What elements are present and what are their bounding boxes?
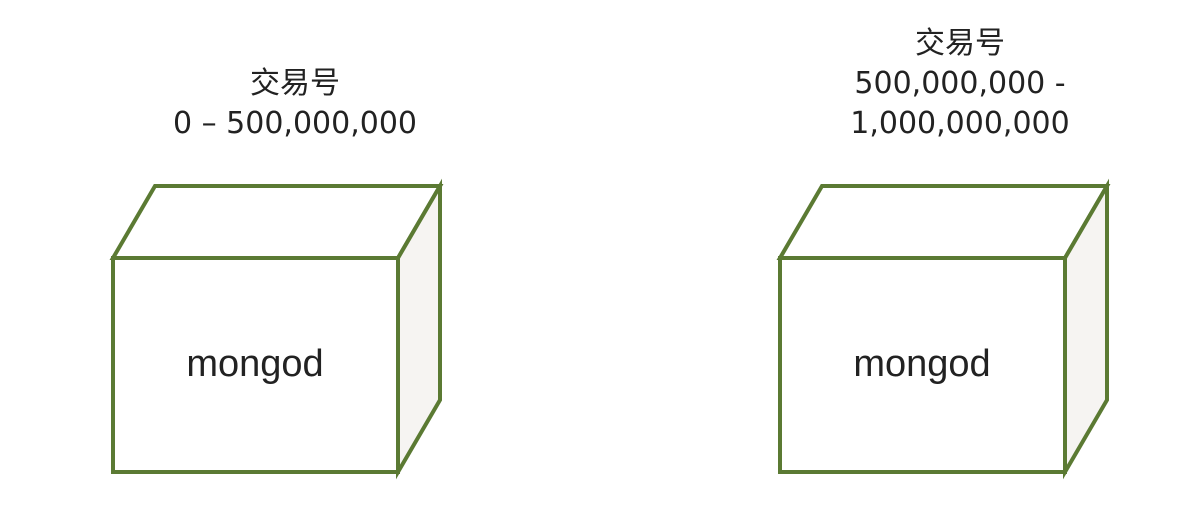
shard-1-range-label: 交易号 0 – 500,000,000 xyxy=(85,64,505,144)
shard-1: 交易号 0 – 500,000,000 mongod xyxy=(85,0,505,514)
shard-1-range-line-1: 0 – 500,000,000 xyxy=(172,106,417,141)
shard-2-node-label: mongod xyxy=(853,343,990,385)
shard-2-cube: mongod xyxy=(776,178,1111,480)
shard-2-range-line-2: 1,000,000,000 xyxy=(850,106,1070,141)
shard-1-cube-top xyxy=(109,184,444,260)
shard-1-cube-front xyxy=(111,256,400,474)
shard-1-cube: mongod xyxy=(109,178,444,480)
shard-2-range-line-1: 500,000,000 - xyxy=(854,66,1066,101)
shard-2-range-title: 交易号 xyxy=(915,26,1005,61)
shard-2: 交易号 500,000,000 - 1,000,000,000 mongod xyxy=(750,0,1170,514)
shard-2-cube-front xyxy=(778,256,1067,474)
shard-2-range-label: 交易号 500,000,000 - 1,000,000,000 xyxy=(750,24,1170,144)
shard-1-node-label: mongod xyxy=(186,343,323,385)
shard-2-cube-top xyxy=(776,184,1111,260)
shard-1-range-title: 交易号 xyxy=(250,66,340,101)
